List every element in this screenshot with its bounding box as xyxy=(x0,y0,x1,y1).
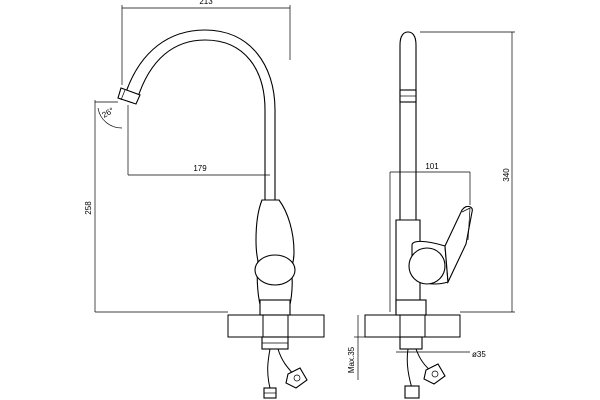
height-to-spout-label: 258 xyxy=(84,201,93,215)
spout-front xyxy=(117,29,276,201)
hoses-front xyxy=(263,348,308,399)
hose-connector-icon xyxy=(263,387,277,399)
body-front xyxy=(254,199,296,350)
max-counter-label: Max.35 xyxy=(347,346,356,373)
spout-offset-label: 179 xyxy=(193,164,207,173)
spout-reach-label: 213 xyxy=(199,0,213,6)
counter-section-side xyxy=(364,314,461,338)
hole-diameter-label: ø35 xyxy=(472,350,486,359)
hose-connector-icon xyxy=(285,367,308,389)
body-side xyxy=(395,205,473,350)
hose-connector-icon xyxy=(404,385,420,399)
side-view: 101 340 Max.35 ø35 xyxy=(347,31,515,399)
hose-connector-icon xyxy=(423,363,446,385)
counter-section-front xyxy=(227,314,325,338)
dimensions-front xyxy=(94,5,291,313)
dimensions-side xyxy=(354,31,515,380)
handle-reach-label: 101 xyxy=(425,162,439,171)
hoses-side xyxy=(404,348,446,399)
front-view: 213 179 26° 258 xyxy=(84,0,325,399)
total-height-label: 340 xyxy=(502,168,511,182)
spout-angle-label: 26° xyxy=(101,106,116,120)
spout-side xyxy=(399,31,417,221)
